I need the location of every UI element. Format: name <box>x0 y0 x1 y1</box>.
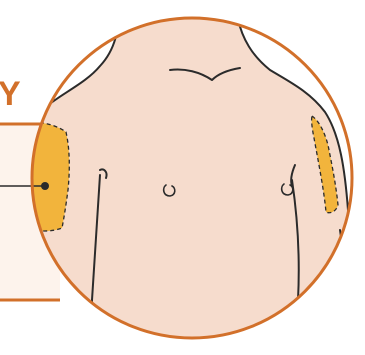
partial-heading-text: Y <box>0 74 28 114</box>
heading-letter: Y <box>0 74 21 114</box>
